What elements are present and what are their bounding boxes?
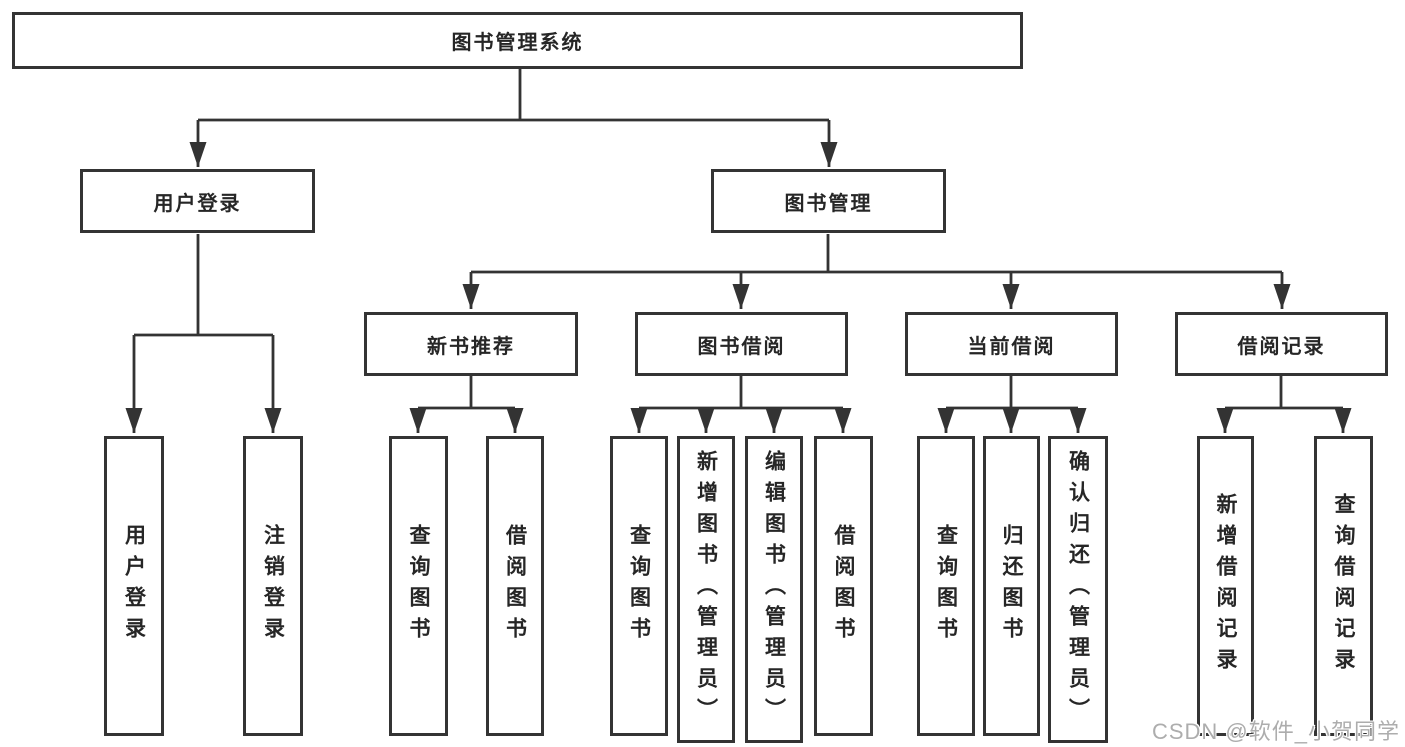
- leaf-br-query-record-label: 查询借阅记录: [1332, 493, 1355, 679]
- node-borrowing-records: 借阅记录: [1175, 312, 1388, 376]
- node-root-label: 图书管理系统: [451, 32, 584, 54]
- leaf-br-query-record: 查询借阅记录: [1314, 436, 1373, 736]
- node-user-login-label: 用户登录: [153, 192, 242, 215]
- node-user-login: 用户登录: [80, 169, 315, 233]
- leaf-bb-add-book-admin-label: 新增图书（管理员）: [694, 450, 718, 729]
- leaf-cb-return-book-label: 归还图书: [1000, 524, 1023, 648]
- leaf-user-login-label: 用户登录: [122, 524, 146, 648]
- node-borrowing-records-label: 借阅记录: [1237, 335, 1326, 358]
- connector-path: [134, 69, 1343, 410]
- node-book-borrowing-label: 图书借阅: [697, 335, 786, 358]
- leaf-bb-add-book-admin: 新增图书（管理员）: [677, 436, 735, 743]
- arrow-lines: [125, 120, 1352, 433]
- leaf-bb-edit-book-admin: 编辑图书（管理员）: [745, 436, 803, 743]
- leaf-rec-borrow-book: 借阅图书: [486, 436, 544, 736]
- node-current-borrowing-label: 当前借阅: [967, 335, 1056, 358]
- leaf-cb-query-book: 查询图书: [917, 436, 975, 736]
- node-book-management: 图书管理: [711, 169, 946, 233]
- csdn-watermark: CSDN @软件_小贺同学: [1151, 719, 1400, 744]
- node-current-borrowing: 当前借阅: [905, 312, 1118, 376]
- leaf-bb-edit-book-admin-label: 编辑图书（管理员）: [762, 450, 786, 729]
- leaf-cb-return-book: 归还图书: [983, 436, 1040, 736]
- node-root: 图书管理系统: [12, 12, 1023, 69]
- node-book-management-label: 图书管理: [784, 192, 873, 215]
- leaf-cb-confirm-return-admin: 确认归还（管理员）: [1048, 436, 1108, 743]
- leaf-rec-query-book-label: 查询图书: [407, 524, 430, 648]
- leaf-cb-confirm-return-admin-label: 确认归还（管理员）: [1066, 450, 1090, 729]
- leaf-cb-query-book-label: 查询图书: [934, 524, 958, 648]
- leaf-bb-borrow-book: 借阅图书: [814, 436, 873, 736]
- leaf-rec-query-book: 查询图书: [389, 436, 448, 736]
- leaf-bb-query-book: 查询图书: [610, 436, 668, 736]
- leaf-logout-label: 注销登录: [261, 524, 285, 648]
- node-book-borrowing: 图书借阅: [635, 312, 848, 376]
- node-new-book-recommend: 新书推荐: [364, 312, 578, 376]
- leaf-logout: 注销登录: [243, 436, 303, 736]
- leaf-rec-borrow-book-label: 借阅图书: [503, 524, 527, 648]
- leaf-br-add-record: 新增借阅记录: [1197, 436, 1254, 736]
- leaf-user-login: 用户登录: [104, 436, 164, 736]
- node-new-book-recommend-label: 新书推荐: [427, 335, 515, 358]
- leaf-br-add-record-label: 新增借阅记录: [1214, 493, 1237, 679]
- leaf-bb-query-book-label: 查询图书: [627, 524, 651, 648]
- leaf-bb-borrow-book-label: 借阅图书: [832, 524, 855, 648]
